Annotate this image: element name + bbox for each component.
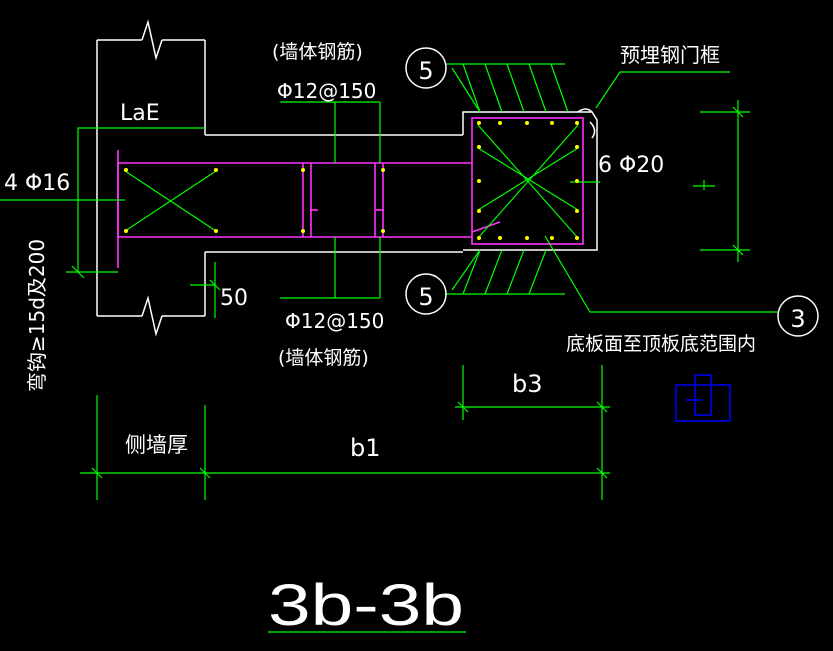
corner-bars-label: 6 Φ20 xyxy=(598,153,664,178)
range-note-label: 底板面至顶板底范围内 xyxy=(566,333,756,355)
hook-note-label: 弯钩≥15d及200 xyxy=(25,239,49,392)
wall-rebar-top-spec: Φ12@150 xyxy=(277,79,376,103)
anchor-length-label: LaE xyxy=(120,101,160,126)
callout-bottom: 5 xyxy=(405,273,447,315)
wall-rebar-top-name: (墙体钢筋) xyxy=(272,41,363,63)
dim-b3-label: b3 xyxy=(512,370,543,398)
wall-rebar-bottom-spec: Φ12@150 xyxy=(285,309,384,333)
embedded-frame-label: 预埋钢门框 xyxy=(620,43,720,67)
blue-symbol xyxy=(675,374,731,422)
wall-rebar-bottom-name: (墙体钢筋) xyxy=(278,347,369,369)
dim-side-wall-label: 侧墙厚 xyxy=(125,433,188,457)
dim-b1-label: b1 xyxy=(350,434,381,462)
rebar-cage xyxy=(117,117,584,268)
callout-top: 5 xyxy=(405,47,447,89)
section-title: 3b-3b xyxy=(268,573,464,638)
callout-top-text: 5 xyxy=(418,57,433,85)
callout-right-text: 3 xyxy=(790,305,805,333)
offset-50-label: 50 xyxy=(220,286,248,311)
callout-right: 3 xyxy=(777,295,819,337)
callout-bottom-text: 5 xyxy=(418,283,433,311)
left-bars-label: 4 Φ16 xyxy=(4,171,70,196)
wall-outline xyxy=(96,19,598,337)
green-linework xyxy=(0,63,778,633)
rebar-dots xyxy=(124,121,579,240)
